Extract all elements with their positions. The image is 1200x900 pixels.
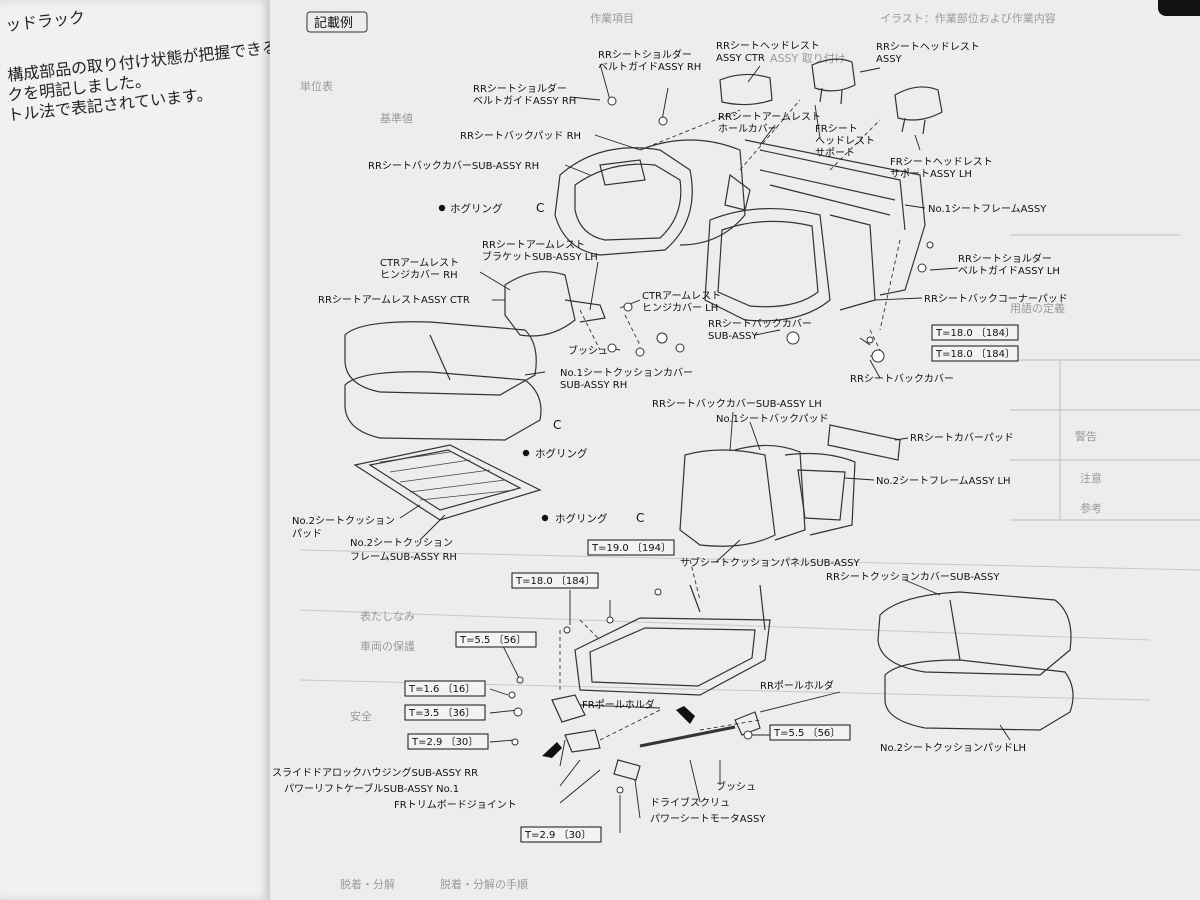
bg-text-6: 基準値 xyxy=(380,111,413,125)
seat-cushion-rh xyxy=(344,321,542,441)
headrest-rr xyxy=(811,58,856,105)
label-hog-ring-3: ホグリング xyxy=(555,512,608,525)
rr-seat-back-lh-upper xyxy=(704,207,876,322)
torque-t2: T=18.0 〔184〕 xyxy=(935,348,1015,360)
label-rr-back-cover-rh: RRシートバックカバーSUB-ASSY RH xyxy=(368,160,539,172)
label-rr-cushion-cover: RRシートクッションカバーSUB-ASSY xyxy=(826,571,1000,583)
label-fr-headrest-support-lh: FRシートヘッドレストサポートASSY LH xyxy=(890,157,993,180)
part-labels: RRシートショルダーベルトガイドASSY RH RRシートショルダーベルトガイド… xyxy=(272,41,1068,825)
fasteners xyxy=(508,96,934,794)
headrest-fr xyxy=(894,86,943,135)
label-fr-trim-joint: FRトリムボードジョイント xyxy=(394,799,517,811)
label-no2-frame-lh: No.2シートフレームASSY LH xyxy=(876,475,1011,487)
label-fr-pole-holder: FRポールホルダ xyxy=(582,698,655,711)
svg-text:C: C xyxy=(636,511,644,525)
torque-t9: T=5.5 〔56〕 xyxy=(773,727,840,739)
label-hog-ring-1: ホグリング xyxy=(450,202,503,215)
background-table xyxy=(299,234,1200,701)
label-fr-headrest-support: FRシートヘッドレストサポート xyxy=(815,124,875,159)
torque-specs: T=18.0 〔184〕 T=18.0 〔184〕 T=19.0 〔194〕 T… xyxy=(404,324,1019,843)
sub-cushion-panel xyxy=(574,584,771,696)
label-rr-back-cover-lh: RRシートバックカバーSUB-ASSY LH xyxy=(652,398,822,410)
bg-text-14: 脱着・分解の手順 xyxy=(440,877,528,891)
label-rr-shoulder-guide-lh: RRシートショルダーベルトガイドASSY LH xyxy=(958,252,1060,277)
direction-arrows xyxy=(542,706,695,758)
label-rr-shoulder-guide-rh-top: RRシートショルダーベルトガイドASSY RH xyxy=(598,48,701,73)
bg-text-13: 脱着・分解 xyxy=(340,877,395,891)
torque-t8: T=2.9 〔30〕 xyxy=(411,736,478,748)
label-rr-back-pad-rh: RRシートバックパッド RH xyxy=(460,130,581,142)
bg-text-1: 作業項目 xyxy=(590,12,634,25)
section-tab xyxy=(1158,0,1200,16)
label-rr-armrest-hole-cover: RRシートアームレストホールカバー xyxy=(718,111,821,135)
label-ctr-hinge-lh: CTRアームレストヒンジカバー LH xyxy=(642,290,721,314)
bg-text-8: 注意 xyxy=(1080,471,1102,485)
figure-title-text: 記載例 xyxy=(314,15,353,31)
label-no2-cushion-frame-rh: No.2シートクッションフレームSUB-ASSY RH xyxy=(350,537,457,563)
torque-t3: T=19.0 〔194〕 xyxy=(591,542,671,554)
rr-seat-back-rh xyxy=(554,139,746,256)
torque-t6: T=1.6 〔16〕 xyxy=(408,683,475,695)
power-seat-mechanism xyxy=(551,694,761,781)
label-rr-pole-holder: RRポールホルダ xyxy=(760,679,834,692)
svg-text:C: C xyxy=(536,201,544,215)
cushion-pad-lh xyxy=(884,659,1074,731)
label-power-seat-motor: パワーシートモータASSY xyxy=(650,813,766,825)
label-rr-cover-pad: RRシートカバーパッド xyxy=(910,432,1014,444)
svg-text:C: C xyxy=(553,418,561,432)
label-no2-cushion-pad-lh: No.2シートクッションパッドLH xyxy=(880,742,1026,754)
bg-text-4: 単位表 xyxy=(300,79,333,93)
torque-t10: T=2.9 〔30〕 xyxy=(524,829,591,841)
bg-text-10: 表たしなみ xyxy=(360,609,415,623)
label-rr-armrest-ctr: RRシートアームレストASSY CTR xyxy=(318,294,470,306)
torque-t5: T=5.5 〔56〕 xyxy=(459,634,526,646)
label-hog-ring-2: ホグリング xyxy=(535,447,588,460)
label-bush-2: ブッシュ xyxy=(716,780,756,793)
label-bush-1: ブッシュ xyxy=(568,344,608,357)
hog-ring-icons: C C C xyxy=(536,201,644,525)
bg-text-2: イラスト：作業部位および作業内容 xyxy=(880,11,1056,25)
bg-text-7: 警告 xyxy=(1075,429,1097,443)
label-drive-screw: ドライブスクリュ xyxy=(650,796,730,809)
bg-text-3: ASSY 取り付け xyxy=(770,52,846,65)
label-no1-frame: No.1シートフレームASSY xyxy=(928,203,1047,215)
label-slide-door-lock: スライドドアロックハウジングSUB-ASSY RR xyxy=(272,766,478,779)
rr-cushion-cover-lh xyxy=(877,591,1072,676)
torque-t4: T=18.0 〔184〕 xyxy=(515,575,595,587)
leader-lines xyxy=(399,63,1011,833)
label-no1-back-pad: No.1シートバックパッド xyxy=(716,413,828,425)
bullet-icon xyxy=(541,514,549,522)
rr-seat-cover-pad xyxy=(827,424,901,461)
label-rr-back-corner-pad: RRシートバックコーナーパッド xyxy=(924,293,1068,305)
torque-t1: T=18.0 〔184〕 xyxy=(935,327,1015,339)
bg-text-5: 用語の定義 xyxy=(1010,301,1065,315)
label-power-lift-cable: パワーリフトケーブルSUB-ASSY No.1 xyxy=(284,782,459,795)
headrest-ctr xyxy=(719,73,773,106)
label-rr-back-cover: RRシートバックカバー xyxy=(850,373,954,385)
bullet-icon xyxy=(522,449,530,457)
cushion-frame-rh xyxy=(353,444,542,521)
label-sub-cushion-panel: サブシートクッションパネルSUB-ASSY xyxy=(680,556,860,569)
no1-seat-frame xyxy=(724,139,926,296)
torque-t7: T=3.5 〔36〕 xyxy=(408,707,475,719)
bg-text-12: 安全 xyxy=(350,709,372,723)
rr-seat-back-lh-lower xyxy=(679,444,856,547)
label-ctr-hinge-rh: CTRアームレストヒンジカバー RH xyxy=(380,257,459,281)
bg-text-11: 車両の保護 xyxy=(360,639,415,653)
label-rr-armrest-bracket-lh: RRシートアームレストブラケットSUB-ASSY LH xyxy=(482,239,598,263)
figure-title: 記載例 xyxy=(306,11,368,33)
label-no2-cushion-pad: No.2シートクッションパッド xyxy=(292,515,395,540)
bg-text-9: 参考 xyxy=(1080,501,1102,515)
dashed-guides xyxy=(559,99,901,741)
label-rr-shoulder-guide-rh-left: RRシートショルダーベルトガイドASSY RH xyxy=(473,82,576,107)
bullet-icon xyxy=(438,204,446,212)
armrest-ctr xyxy=(504,271,606,337)
